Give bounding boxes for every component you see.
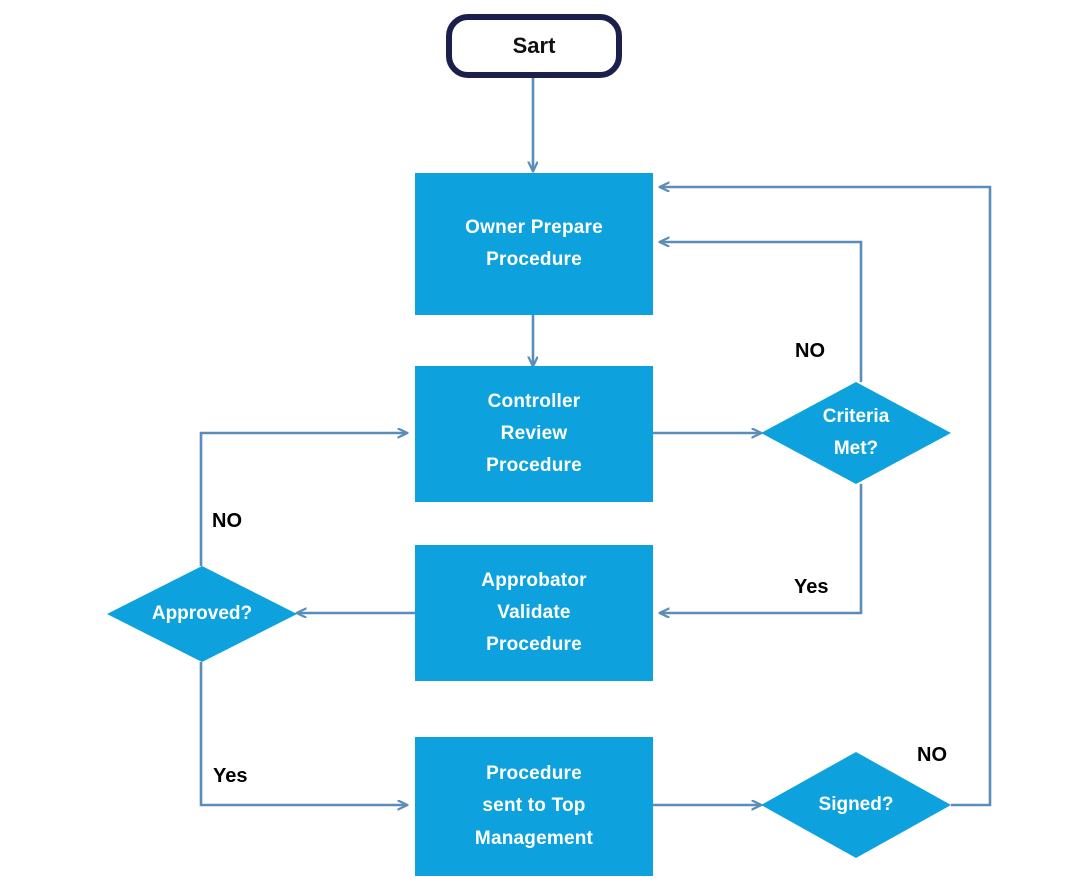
node-label-line: Procedure xyxy=(486,763,582,785)
node-label-line: Approbator xyxy=(481,569,587,591)
diamond-shape xyxy=(761,752,951,858)
node-label-line: Review xyxy=(500,422,568,444)
node-label-line: Procedure xyxy=(486,249,582,270)
node-label-line: Management xyxy=(474,827,594,849)
node-start[interactable]: Sart xyxy=(446,14,622,78)
node-label-line: Controller xyxy=(487,390,581,412)
node-start-label: Sart xyxy=(512,33,556,58)
edge-signed-no-owner xyxy=(660,187,992,807)
edge-label-criteria-yes: Yes xyxy=(794,576,829,598)
edge-criteria-no-owner xyxy=(660,242,863,382)
node-label-line: Procedure xyxy=(486,455,582,477)
node-label-line: Procedure xyxy=(486,634,582,656)
node-controller-review-procedure[interactable]: Controller Review Procedure xyxy=(415,366,653,502)
node-label-line: Owner Prepare xyxy=(465,216,603,238)
edge-label-signed-no: NO xyxy=(917,744,947,766)
edge-approved-no-controller xyxy=(199,433,407,566)
edge-approved-yes-topmgmt xyxy=(199,662,407,805)
node-label-line: sent to Top xyxy=(482,795,586,817)
node-owner-prepare-procedure-label: Owner Prepare Procedure xyxy=(465,212,603,277)
node-procedure-sent-to-top-management-label: Procedure sent to Top Management xyxy=(475,758,593,855)
node-controller-review-procedure-label: Controller Review Procedure xyxy=(486,386,582,483)
node-criteria-met-decision[interactable]: Criteria Met? xyxy=(761,382,951,484)
node-approbator-validate-procedure-label: Approbator Validate Procedure xyxy=(481,565,586,662)
node-procedure-sent-to-top-management[interactable]: Procedure sent to Top Management xyxy=(415,737,653,876)
node-signed-decision[interactable]: Signed? xyxy=(761,752,951,858)
node-label-line: Validate xyxy=(497,601,571,623)
diamond-shape xyxy=(107,566,297,662)
edge-label-approved-no: NO xyxy=(212,510,242,532)
node-owner-prepare-procedure[interactable]: Owner Prepare Procedure xyxy=(415,173,653,315)
edge-label-criteria-no: NO xyxy=(795,340,825,362)
edge-label-approved-yes: Yes xyxy=(213,765,248,787)
edge-criteria-yes-approbator xyxy=(660,484,863,613)
node-approbator-validate-procedure[interactable]: Approbator Validate Procedure xyxy=(415,545,653,681)
diamond-shape xyxy=(761,382,951,484)
node-approved-decision[interactable]: Approved? xyxy=(107,566,297,662)
